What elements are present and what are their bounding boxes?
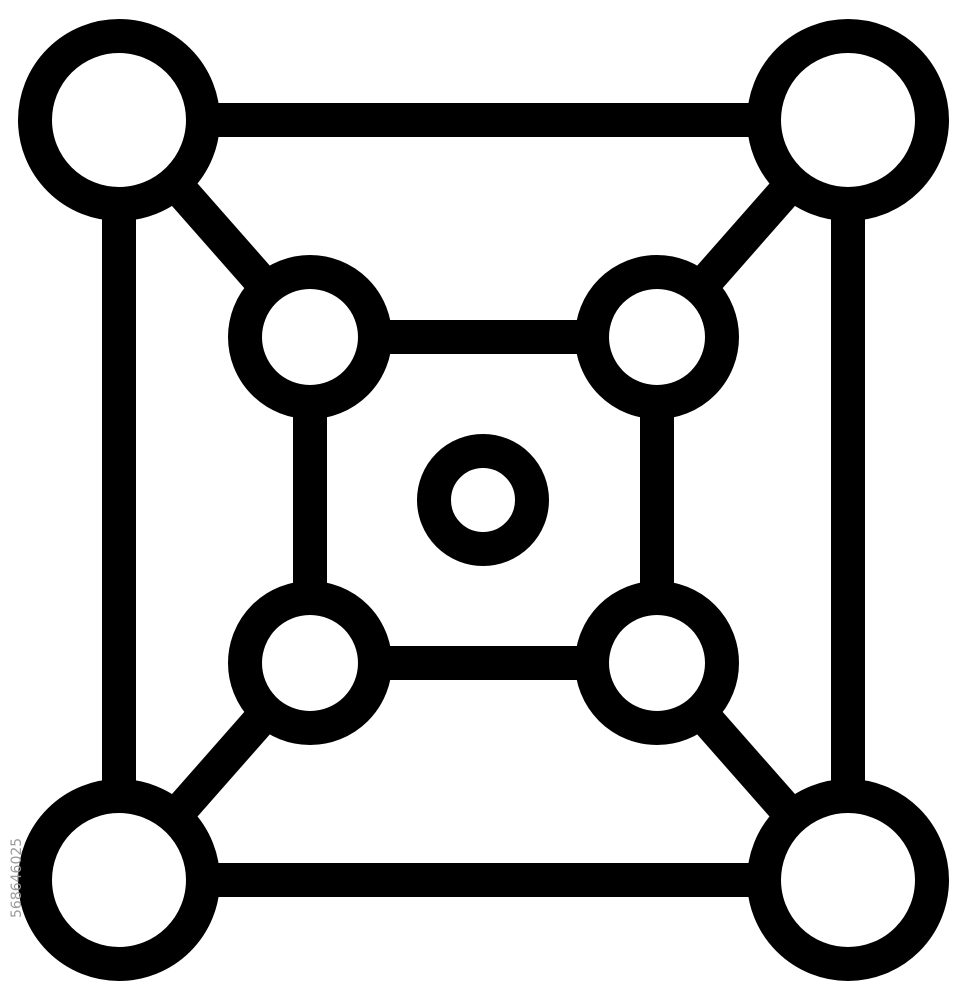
center-node bbox=[417, 434, 549, 566]
outer-node-top-left bbox=[18, 19, 220, 221]
inner-node-bottom-left bbox=[228, 581, 392, 745]
outer-node-bottom-left bbox=[18, 779, 220, 981]
outer-node-bottom-right bbox=[747, 779, 949, 981]
inner-node-bottom-right bbox=[575, 581, 739, 745]
outer-node-top-right bbox=[747, 19, 949, 221]
inner-node-top-left bbox=[228, 255, 392, 419]
nodes-layer bbox=[18, 19, 949, 981]
inner-node-top-right bbox=[575, 255, 739, 419]
watermark-side-text: 568646025 bbox=[9, 837, 25, 918]
